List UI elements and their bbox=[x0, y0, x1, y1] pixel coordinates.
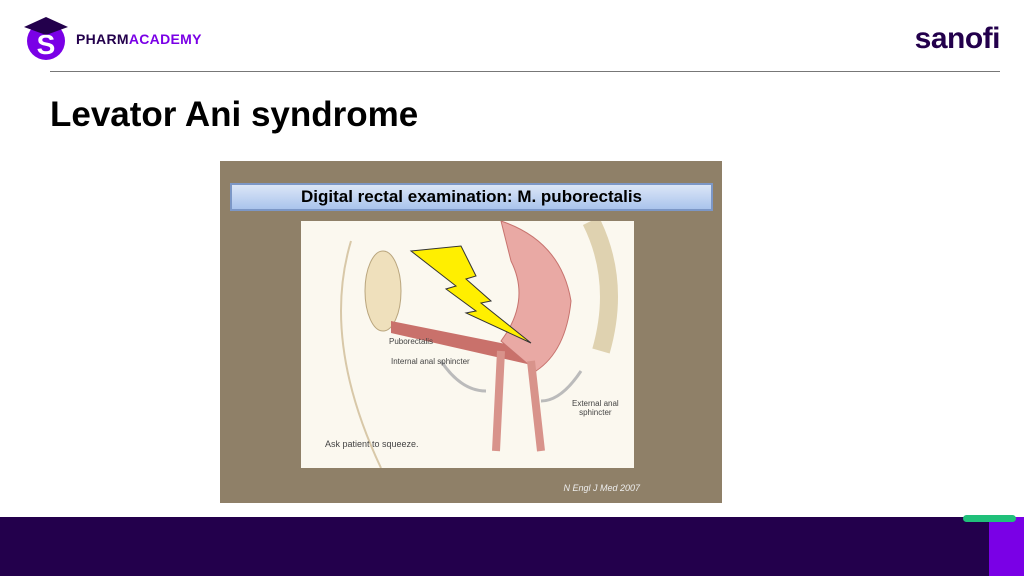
label-external-line2: sphincter bbox=[579, 408, 612, 417]
pharmacademy-logo-icon: S bbox=[24, 17, 68, 60]
label-internal-sphincter: Internal anal sphincter bbox=[391, 357, 470, 366]
label-instruction: Ask patient to squeeze. bbox=[325, 439, 419, 449]
svg-text:S: S bbox=[37, 29, 56, 60]
footer-bar bbox=[0, 517, 1024, 576]
anatomy-illustration: Puborectalis Internal anal sphincter Ext… bbox=[301, 216, 634, 469]
brand-part1: PHARM bbox=[76, 31, 129, 47]
figure-image: Digital rectal examination: M. puborecta… bbox=[220, 161, 722, 503]
lightning-bolt-icon bbox=[409, 245, 532, 344]
anatomy-drawing bbox=[340, 216, 618, 469]
page-title: Levator Ani syndrome bbox=[50, 95, 419, 134]
figure-citation: N Engl J Med 2007 bbox=[563, 483, 640, 493]
header-divider bbox=[50, 71, 1000, 72]
label-puborectalis: Puborectalis bbox=[389, 337, 434, 346]
footer-accent-block bbox=[989, 517, 1024, 576]
brand-name: PHARMACADEMY bbox=[76, 31, 202, 47]
label-external-line1: External anal bbox=[572, 399, 619, 408]
brand-part2: ACADEMY bbox=[128, 31, 202, 47]
footer-accent-pill bbox=[963, 515, 1016, 522]
sanofi-logo: sanofi bbox=[914, 22, 1001, 55]
figure-banner: Digital rectal examination: M. puborecta… bbox=[230, 183, 713, 211]
